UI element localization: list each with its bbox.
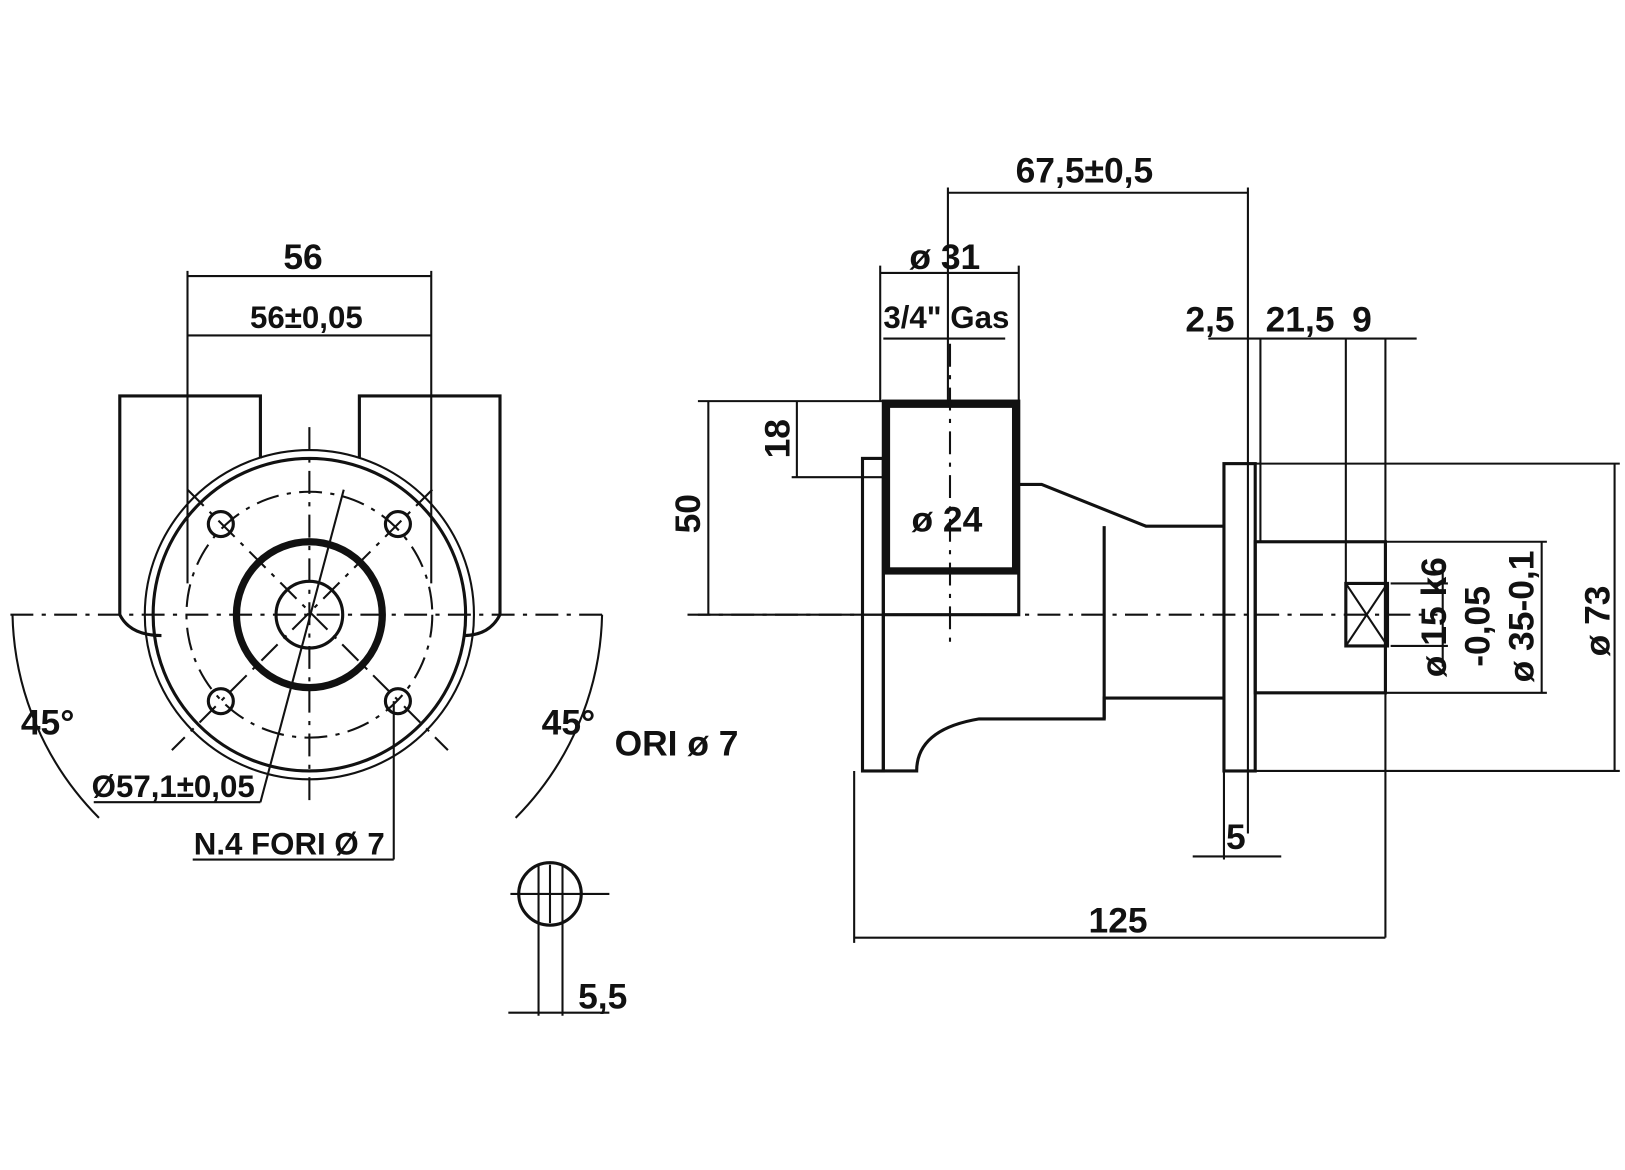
angle-right: 45°: [542, 703, 596, 743]
dim-67-5: 67,5±0,5: [1016, 150, 1154, 190]
dim-125: 125: [1089, 900, 1148, 940]
port-outer-dia: ø 31: [909, 237, 980, 277]
angle-left: 45°: [21, 703, 75, 743]
key-width: 5,5: [578, 977, 627, 1017]
bolt-circle: Ø57,1±0,05: [92, 769, 255, 804]
holes-partial: ORI ø 7: [615, 723, 739, 763]
dim-56-tol: 56±0,05: [250, 300, 363, 335]
side-view: [687, 187, 1620, 943]
shaft-dia: ø 15 k6: [1414, 557, 1454, 677]
front-view: [10, 270, 610, 1016]
shaft-tol: -0,05: [1458, 586, 1498, 667]
dim-21-5: 21,5: [1266, 299, 1335, 339]
spigot-dia: ø 35-0,1: [1501, 551, 1541, 683]
dim-50: 50: [668, 494, 708, 533]
flange-dia: ø 73: [1577, 586, 1617, 657]
port-inner-dia: ø 24: [911, 499, 982, 539]
holes-note: N.4 FORI Ø 7: [194, 826, 385, 861]
dim-9: 9: [1352, 299, 1372, 339]
dim-2-5: 2,5: [1185, 299, 1234, 339]
flange-thickness: 5: [1226, 817, 1246, 857]
port-thread: 3/4" Gas: [883, 300, 1009, 335]
dim-18: 18: [758, 419, 798, 458]
dim-56: 56: [283, 237, 322, 277]
